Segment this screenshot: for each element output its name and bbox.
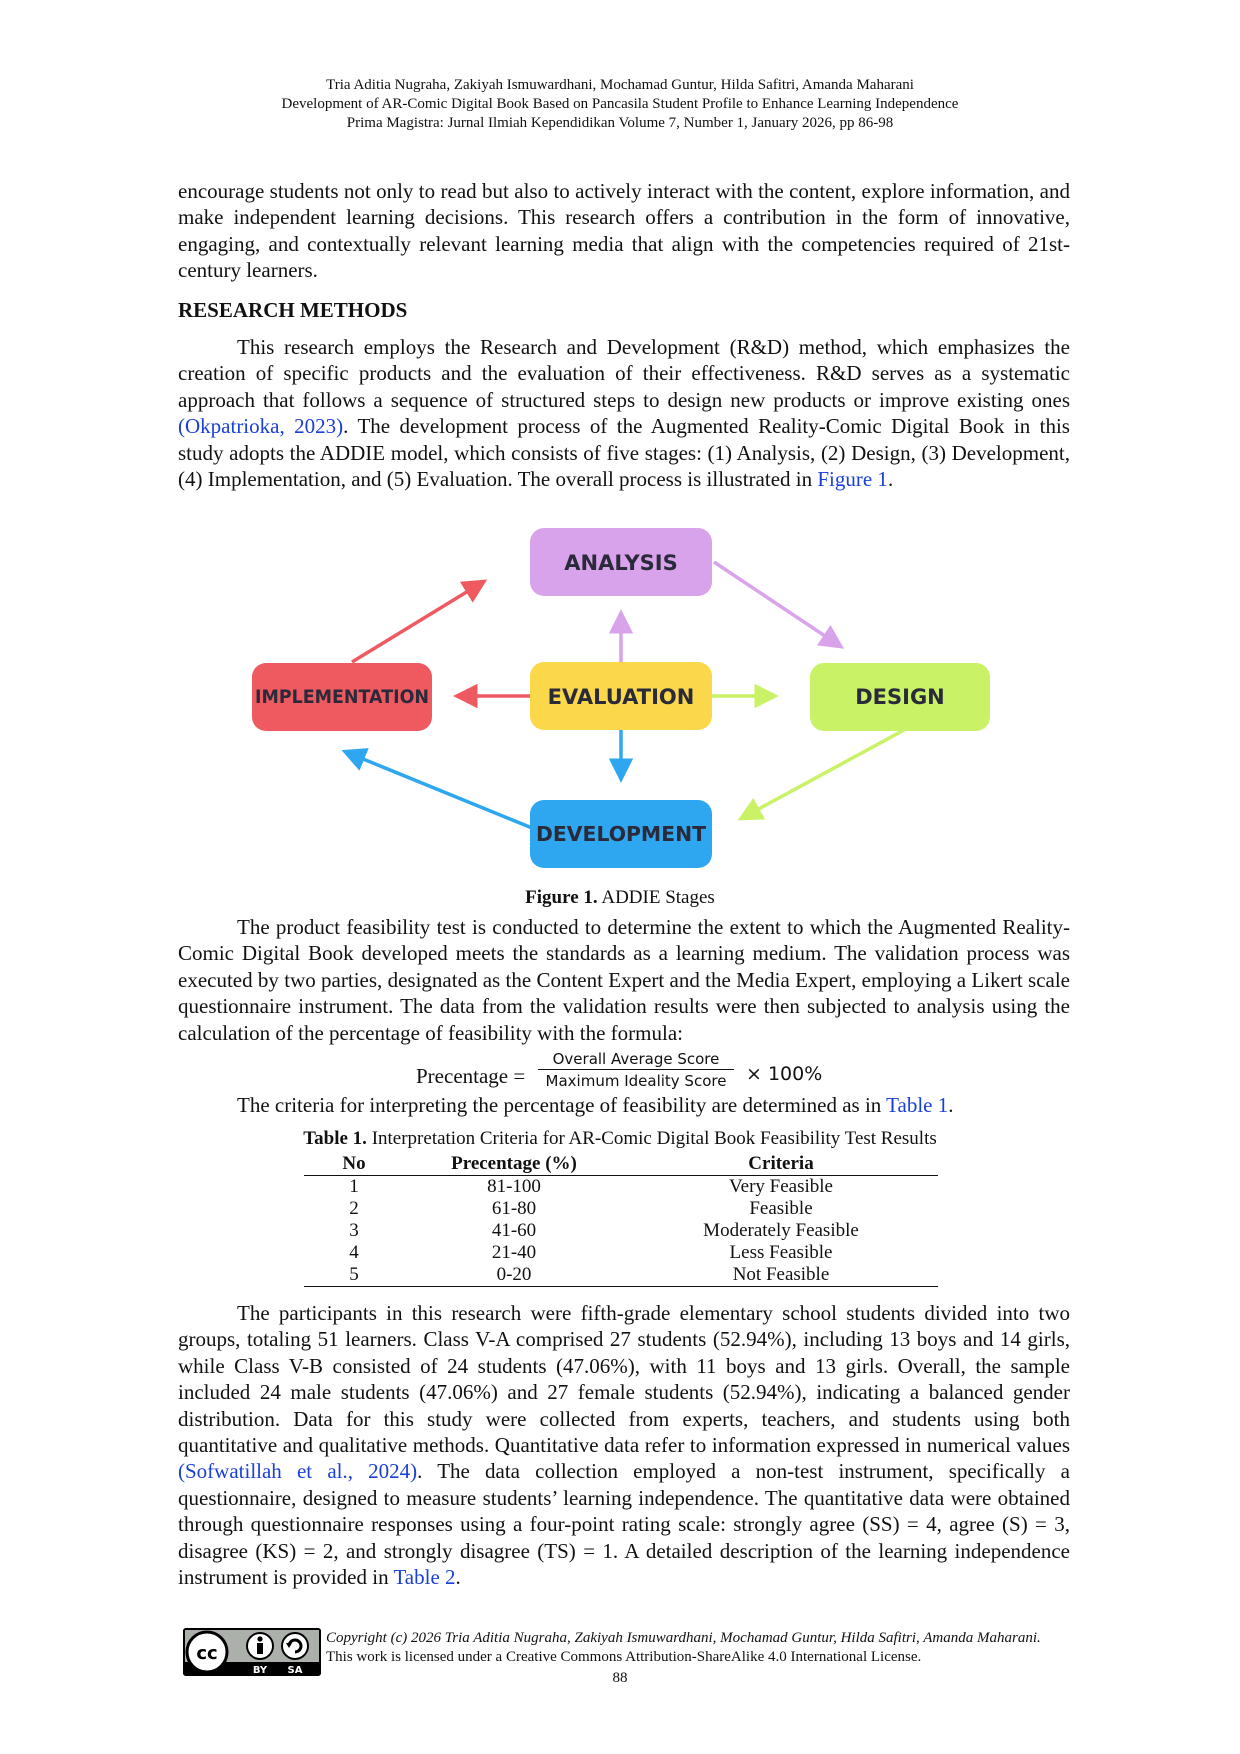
stage-design-box [810, 663, 990, 731]
arrow-analysis-to-design [713, 560, 845, 649]
participants-paragraph: The participants in this research were f… [178, 1300, 1070, 1590]
page-number: 88 [612, 1670, 628, 1686]
citation-okpatrioka-link[interactable]: (Okpatrioka, 2023) [178, 414, 344, 439]
table-cell-percentage: 21-40 [491, 1242, 537, 1263]
table-header-row: No Precentage (%) Criteria [304, 1152, 938, 1176]
table-cell-criteria: Not Feasible [624, 1264, 938, 1287]
table-row: 5 0-20 Not Feasible [304, 1264, 938, 1287]
copyright-notice: Copyright (c) 2026 Tria Aditia Nugraha, … [326, 1630, 1041, 1646]
table-cell-criteria: Less Feasible [729, 1242, 833, 1263]
table-1-title: Interpretation Criteria for AR-Comic Dig… [366, 1128, 937, 1149]
table-row: 3 41-60 Moderately Feasible [304, 1220, 938, 1242]
table-cell-percentage: 0-20 [404, 1264, 624, 1287]
intro-paragraph: encourage students not only to read but … [178, 179, 1070, 283]
methods-text-3: . [887, 467, 894, 492]
table-cell-criteria: Very Feasible [729, 1176, 833, 1197]
table-header-no: No [304, 1152, 404, 1176]
stage-evaluation-label: EVALUATION [548, 685, 695, 709]
table-cell-percentage: 81-100 [487, 1176, 541, 1197]
table-row: 4 21-40 Less Feasible [304, 1242, 938, 1264]
table-cell-criteria: Feasible [749, 1198, 813, 1219]
formula-lhs: Precentage = [416, 1064, 526, 1088]
table-cell-no: 3 [349, 1220, 359, 1241]
stage-implementation: IMPLEMENTATION [252, 663, 432, 731]
stage-implementation-label: IMPLEMENTATION [255, 686, 429, 708]
formula-rhs: × 100% [746, 1063, 823, 1085]
figure-1-link[interactable]: Figure 1 [817, 467, 888, 492]
stage-development: DEVELOPMENT [530, 800, 712, 868]
figure-caption-label: Figure 1. [525, 887, 598, 908]
license-statement: This work is licensed under a Creative C… [326, 1649, 922, 1665]
table-1-caption: Table 1. Interpretation Criteria for AR-… [0, 1128, 1240, 1150]
header-journal: Prima Magistra: Jurnal Ilmiah Kependidik… [346, 115, 894, 131]
running-header: Tria Aditia Nugraha, Zakiyah Ismuwardhan… [0, 76, 1240, 133]
stage-development-box [530, 800, 712, 868]
table-cell-percentage: 61-80 [491, 1198, 537, 1219]
svg-text:cc: cc [196, 1643, 217, 1664]
stage-implementation-box [252, 663, 432, 731]
stage-evaluation-box [530, 662, 712, 730]
stage-development-label: DEVELOPMENT [536, 822, 706, 846]
participants-text-1: The participants in this research were f… [178, 1301, 1070, 1458]
header-title: Development of AR-Comic Digital Book Bas… [281, 96, 959, 112]
criteria-sentence: The criteria for interpreting the percen… [237, 1093, 954, 1118]
stage-design-label: DESIGN [855, 685, 945, 709]
figure-caption-text: ADDIE Stages [597, 887, 715, 908]
license-text: Copyright (c) 2026 Tria Aditia Nugraha, … [326, 1629, 1066, 1667]
formula-fraction: Overall Average Score Maximum Ideality S… [538, 1050, 734, 1090]
formula-numerator: Overall Average Score [538, 1050, 734, 1070]
badge-sa-text: SA [288, 1665, 303, 1676]
feasibility-paragraph: The product feasibility test is conducte… [178, 915, 1070, 1045]
figure-caption: Figure 1. ADDIE Stages [0, 887, 1240, 909]
methods-paragraph: This research employs the Research and D… [178, 334, 1070, 492]
table-header-criteria: Criteria [624, 1152, 938, 1176]
cycle-arrows [341, 560, 905, 830]
arrow-implementation-to-analysis [351, 579, 488, 664]
methods-text-2: . The development process of the Augment… [178, 414, 1070, 492]
criteria-sentence-end: . [948, 1093, 954, 1117]
cc-by-sa-badge[interactable]: cc BY SA [183, 1628, 321, 1676]
table-2-link[interactable]: Table 2 [393, 1565, 456, 1590]
table-1-label: Table 1. [303, 1128, 367, 1149]
table-cell-percentage: 41-60 [491, 1220, 537, 1241]
arrow-development-to-implementation [341, 748, 533, 830]
table-header-percentage: Precentage (%) [404, 1152, 624, 1176]
stage-evaluation: EVALUATION [530, 662, 712, 730]
table-cell-no: 1 [349, 1176, 359, 1197]
citation-sofwatillah-link[interactable]: (Sofwatillah et al., 2024) [178, 1459, 418, 1484]
table-cell-no: 4 [349, 1242, 359, 1263]
table-row: 2 61-80 Feasible [304, 1198, 938, 1220]
stage-analysis: ANALYSIS [530, 528, 712, 596]
sa-sharealike-icon [281, 1632, 309, 1660]
table-cell-no: 2 [349, 1198, 359, 1219]
table-cell-criteria: Moderately Feasible [703, 1220, 859, 1241]
addie-diagram: ANALYSIS DESIGN DEVELOPMENT IMPLEMENTATI… [252, 528, 990, 868]
table-row: 1 81-100 Very Feasible [304, 1176, 938, 1199]
badge-by-text: BY [253, 1665, 268, 1676]
header-authors: Tria Aditia Nugraha, Zakiyah Ismuwardhan… [326, 77, 914, 93]
criteria-table: No Precentage (%) Criteria 1 81-100 Very… [304, 1152, 938, 1287]
cc-icon [185, 1630, 229, 1674]
stage-design: DESIGN [810, 663, 990, 731]
stage-analysis-label: ANALYSIS [564, 551, 677, 575]
participants-text-3: . [455, 1565, 461, 1590]
participants-text-2: . The data collection employed a non-tes… [178, 1459, 1071, 1590]
stage-analysis-box [530, 528, 712, 596]
arrow-design-to-development [737, 728, 905, 821]
criteria-sentence-text: The criteria for interpreting the percen… [237, 1093, 887, 1117]
formula-denominator: Maximum Ideality Score [545, 1072, 727, 1090]
section-heading: RESEARCH METHODS [178, 298, 408, 322]
methods-text-1: This research employs the Research and D… [178, 335, 1070, 412]
table-cell-no: 5 [304, 1264, 404, 1287]
table-1-link[interactable]: Table 1 [886, 1093, 949, 1117]
evaluation-arrows [453, 609, 779, 783]
